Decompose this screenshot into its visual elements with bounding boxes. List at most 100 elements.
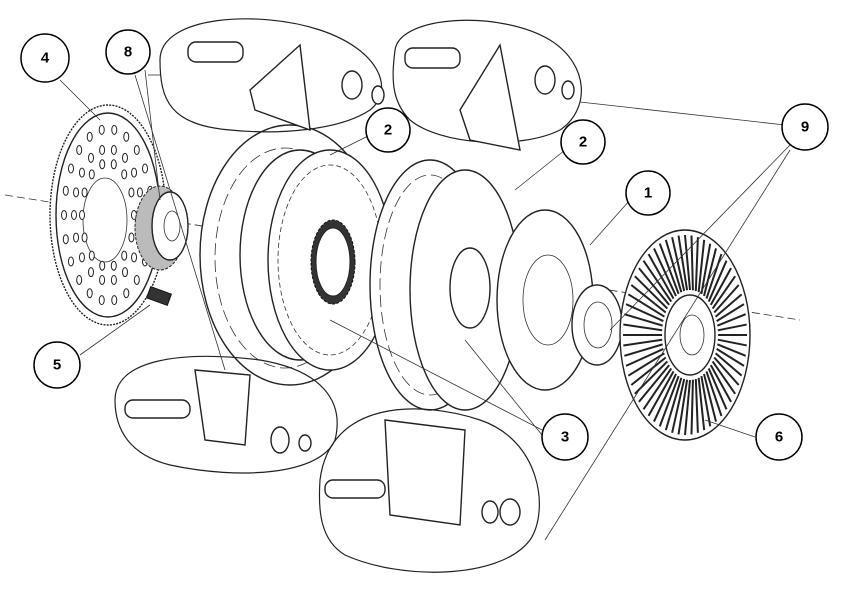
callout-3: 3: [541, 413, 589, 461]
fan-blade: [713, 356, 740, 386]
flywheel-hole: [128, 187, 135, 198]
flywheel-hole: [110, 159, 117, 170]
callout-1: 1: [625, 170, 671, 216]
fan-blade: [638, 267, 670, 306]
flywheel-hole: [62, 234, 69, 245]
fan-blade: [658, 375, 680, 427]
flywheel-hole: [121, 169, 128, 180]
fan-blade: [642, 367, 673, 410]
flywheel-hole: [99, 159, 106, 170]
flywheel-hole: [81, 232, 88, 243]
flywheel-hole: [111, 295, 118, 306]
fan-blade: [690, 235, 694, 291]
flywheel-hole: [99, 260, 106, 271]
flywheel-hole: [110, 274, 117, 285]
flywheel-hole: [131, 167, 138, 178]
leader-lines: [59, 69, 791, 541]
fan-blade: [717, 338, 747, 347]
fan-blade: [700, 375, 712, 427]
fan-blade: [690, 379, 694, 435]
fan-blade: [684, 379, 691, 436]
callout-2b: 2: [560, 119, 606, 165]
flywheel-hole: [76, 145, 83, 156]
flywheel-hole: [122, 267, 128, 278]
callout-6: 6: [755, 413, 803, 461]
flywheel-hole: [99, 145, 106, 156]
flywheel-hole: [88, 267, 94, 278]
fan-blade: [714, 293, 743, 318]
flywheel-hole: [81, 187, 88, 198]
callout-9: 9: [781, 103, 829, 151]
fan-blade: [624, 313, 663, 327]
intermediate-plate: [369, 159, 521, 411]
flywheel-hole: [67, 256, 74, 267]
fan-blade: [703, 248, 717, 297]
flywheel-hole: [71, 210, 77, 220]
flywheel-hole: [88, 152, 94, 163]
fan-blade: [634, 275, 669, 310]
svg-text:2: 2: [579, 134, 587, 151]
fan-blade: [717, 313, 747, 327]
pressure-plate: [496, 209, 623, 391]
fan-blade: [697, 239, 706, 293]
svg-text:1: 1: [644, 185, 652, 202]
flywheel-hole: [88, 250, 95, 261]
flywheel-hole: [61, 210, 67, 220]
svg-text:3: 3: [561, 429, 569, 446]
flywheel-hole: [98, 295, 105, 306]
bracket-kit-top-left: [159, 18, 385, 133]
fan-blade: [647, 253, 675, 300]
svg-text:5: 5: [53, 357, 61, 374]
flywheel-hole: [73, 232, 80, 243]
fan-blade: [717, 323, 747, 332]
flywheel-hole: [76, 274, 83, 285]
flywheel-hole: [78, 252, 85, 263]
svg-text:8: 8: [124, 44, 132, 61]
callout-5: 5: [33, 341, 81, 389]
fan-blade: [630, 284, 667, 314]
flywheel-hole: [73, 187, 80, 198]
fan-blade: [647, 370, 675, 417]
fan-blade: [713, 284, 740, 314]
fan-blade: [627, 293, 665, 318]
fan-blade: [664, 377, 683, 431]
fan-blade: [714, 352, 743, 377]
hub-spline: [134, 185, 189, 271]
flywheel-hole: [131, 252, 138, 263]
flywheel-hole: [111, 124, 118, 135]
fan-blade: [671, 236, 686, 292]
fan-blade: [625, 347, 664, 367]
friction-disc: [267, 149, 393, 371]
flywheel-hole: [78, 167, 85, 178]
fan-blade: [717, 343, 747, 357]
callout-8: 8: [105, 29, 151, 75]
fan-blade: [711, 360, 736, 395]
cooling-fan: [619, 229, 751, 441]
svg-text:2: 2: [384, 122, 392, 139]
fan-blade: [624, 343, 663, 357]
fan-blade: [697, 377, 706, 431]
bracket-kit-top-right: [392, 19, 582, 151]
flywheel-hole: [123, 288, 130, 299]
flywheel-hole: [128, 232, 135, 243]
fan-blade: [677, 379, 689, 435]
fan-blade: [707, 368, 728, 410]
fan-blade: [671, 378, 686, 434]
fan-blade: [653, 247, 677, 297]
flywheel-hole: [99, 274, 106, 285]
flywheel-hole: [121, 250, 128, 261]
flywheel-hole: [88, 169, 95, 180]
flywheel-hole: [67, 163, 74, 174]
bracket-kit-bottom-left: [114, 355, 338, 474]
flywheel-hole: [86, 131, 93, 142]
svg-text:6: 6: [775, 429, 783, 446]
svg-text:4: 4: [41, 50, 50, 67]
flywheel-gear: [49, 104, 167, 326]
fan-blade: [700, 243, 712, 295]
flywheel-hole: [110, 145, 117, 156]
fan-blade: [716, 348, 745, 367]
flywheel-hole: [86, 288, 93, 299]
fan-blade: [694, 378, 699, 433]
fan-blade: [709, 364, 732, 403]
